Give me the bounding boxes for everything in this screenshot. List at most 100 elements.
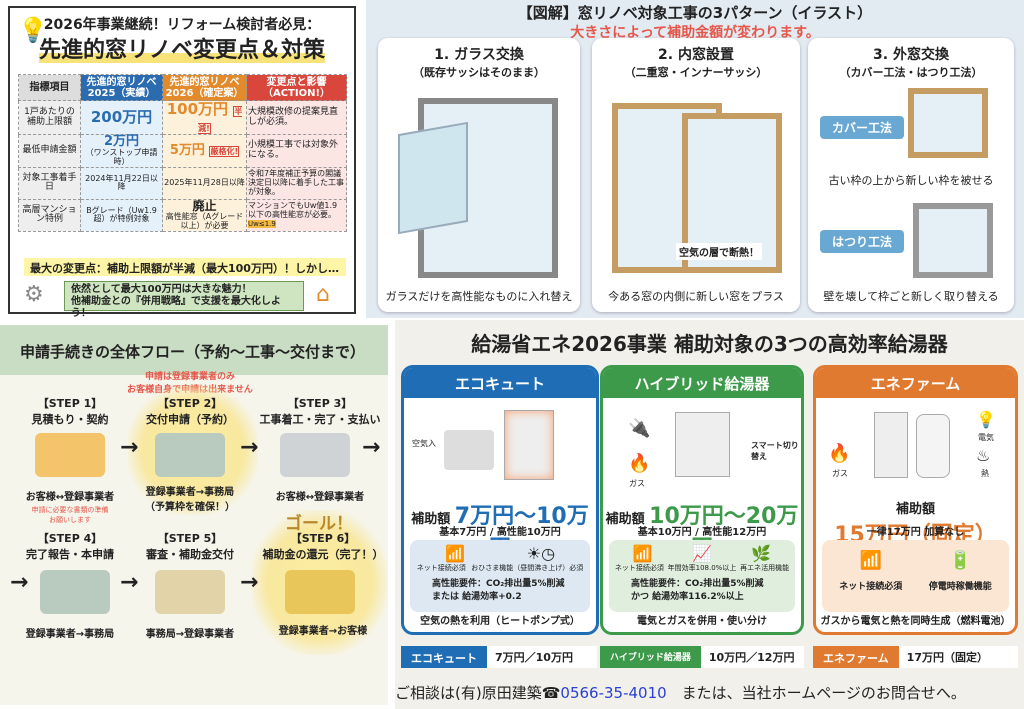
heat-pump-illustration [444, 430, 494, 470]
step-1: 【STEP 1】見積もり・契約 [10, 395, 130, 427]
flame-icon: 🔥 [628, 453, 651, 474]
step-number: 【STEP 2】 [157, 397, 223, 410]
amount-breakdown: 基本10万円 / 高性能12万円 [637, 527, 767, 538]
step-number: 【STEP 5】 [157, 532, 223, 545]
value-2026: 5万円 [169, 142, 205, 158]
plug-icon: 🔌 [628, 418, 651, 439]
message-line: 他補助金との『併用戦略』で支援を最大化しよう！ [71, 296, 281, 319]
step-3: 【STEP 3】工事着工・完了・支払い [255, 395, 385, 427]
hybrid-card: ハイブリッド給湯器 🔌 🔥 ガス スマート切り替え 補助額 10万円〜20万円 … [600, 365, 804, 635]
stricter-tag: 厳格化! [209, 145, 240, 157]
value-2026-note: 高性能窓（Aグレード以上）が必要 [165, 212, 244, 230]
amount-prefix: 補助額 [895, 502, 935, 517]
halved-tag: 半減! [198, 106, 243, 134]
step-6: 【STEP 6】補助金の還元（完了！） [258, 530, 388, 562]
card-title: 1. ガラス交換 [434, 47, 524, 63]
chipping-method-label: はつり工法 [820, 230, 905, 253]
notice-line: 申請は登録事業者のみ [144, 372, 235, 382]
heat-label: 熱 [981, 469, 989, 478]
gear-icon: ⚙ [24, 282, 44, 307]
card-title: エコキュート [404, 368, 596, 398]
arrow-right-icon: → [240, 435, 259, 460]
step-parties: お客様↔登録事業者 [275, 492, 365, 503]
table-row: 1戸あたりの補助上限額 200万円 100万円 半減! 大規模改修の提案見直しが… [18, 100, 347, 135]
flame-icon: 🔥 [828, 443, 851, 464]
step-name: 補助金の還元（完了！） [262, 548, 384, 561]
card-title: エネファーム [816, 368, 1015, 398]
card-subtitle: （既存サッシはそのまま） [413, 66, 545, 79]
heat-icon: ♨ [976, 446, 991, 465]
key-change-highlight: 最大の変更点：補助上限額が半減（最大100万円）！しかし… [24, 258, 346, 276]
row-label: 1戸あたりの補助上限額 [18, 100, 81, 135]
step-parties: 登録事業者→お客様 [278, 626, 368, 637]
panel-subtitle: 大きさによって補助金額が変わります。 [570, 25, 820, 41]
chipping-window-illustration [913, 203, 993, 278]
step-parties: 登録事業者→事務局（予算枠を確保！） [125, 483, 255, 513]
row-label: 対象工事着手日 [18, 166, 81, 200]
water-heater-panel: 給湯省エネ2026事業 補助対象の3つの高効率給湯器 エコキュート 空気入 補助… [395, 320, 1024, 709]
summary-label: エネファーム [813, 646, 899, 668]
strategy-message: 依然として最大100万円は大きな魅力！他補助金との『併用戦略』で支援を最大化しよ… [64, 281, 304, 319]
amount-prefix: 補助額 [605, 512, 645, 527]
value-2025: Bグレード（Uw1.9超）が特例対象 [80, 198, 163, 232]
table-row: 最低申請金額 2万円（ワンストップ申請時） 5万円 厳格化! 小規模工事では対象… [18, 134, 347, 168]
feature-label: ネット接続必須 [839, 582, 903, 592]
arrow-right-icon: → [10, 570, 29, 595]
pattern-card-outer-window: 3. 外窓交換 （カバー工法・はつり工法） カバー工法 古い枠の上から新しい枠を… [808, 38, 1014, 312]
amount-breakdown: 基本7万円 / 高性能10万円 [439, 527, 561, 538]
table-row: 対象工事着手日 2024年11月22日以降 2025年11月28日以降 令和7年… [18, 166, 347, 200]
card-description: ガスから電気と熱を同時生成（燃料電池） [820, 616, 1011, 627]
step-name: 見積もり・契約 [31, 413, 109, 426]
fuel-cell-illustration [874, 412, 908, 478]
requirement-line: かつ 給湯効率116.2%以上 [631, 592, 744, 602]
requirement-line: または 給湯効率+0.2 [432, 592, 522, 602]
tank-illustration [504, 410, 554, 480]
step-number: 【STEP 1】 [37, 397, 103, 410]
phone-number-link[interactable]: 0566-35-4010 [560, 684, 667, 702]
arrow-right-icon: → [120, 570, 139, 595]
parties-line: （予算枠を確保！） [145, 502, 235, 513]
value-2025: 2万円 [103, 134, 140, 149]
summary-label: エコキュート [401, 646, 487, 668]
amount-prefix: 補助額 [411, 512, 451, 527]
table-row: 高層マンション特例 Bグレード（Uw1.9超）が特例対象 廃止高性能窓（Aグレー… [18, 198, 347, 232]
arrow-right-icon: → [120, 435, 139, 460]
application-flow-panel: 申請手続きの全体フロー（予約〜工事〜交付まで） 申請は登録事業者のみお客様自身で… [0, 325, 388, 705]
action-text: 小規模工事では対象外になる。 [246, 134, 347, 168]
insulation-note: 空気の層で断熱！ [676, 243, 762, 260]
col-header: 先進的窓リノベ 2026（確定案） [162, 74, 247, 101]
feature-label: 再エネ活用機能 [740, 564, 790, 572]
card-description: 空気の熱を利用（ヒートポンプ式） [420, 616, 580, 627]
ecocute-card: エコキュート 空気入 補助額 7万円〜10万円 基本7万円 / 高性能10万円 … [401, 365, 599, 635]
glass-pane-illustration [398, 121, 468, 235]
uw-tag: Uw≤1.9 [248, 219, 276, 228]
phone-icon: ☎ [541, 684, 561, 702]
electricity-label: 電気 [978, 433, 994, 442]
step-number: 【STEP 4】 [37, 532, 103, 545]
card-description: 壁を壊して枠ごと新しく取り替える [823, 290, 999, 303]
step-number: 【STEP 6】 [290, 532, 356, 545]
step-note: 申請に必要な書類の準備お願いします [5, 505, 135, 525]
feature-box: 📶🔋 ネット接続必須停電時稼働機能 [822, 540, 1009, 612]
contact-text: ご相談は(有)原田建築 [395, 684, 542, 702]
summary-value: 7万円／10万円 [495, 651, 573, 664]
report-illustration [40, 570, 110, 614]
value-2026: 2025年11月28日以降 [162, 166, 247, 200]
value-2025: 200万円 [80, 100, 163, 135]
value-2025: 2024年11月22日以降 [80, 166, 163, 200]
feature-label: ネット接続必須 [416, 564, 466, 572]
chart-icon: 📈 [692, 544, 712, 563]
arrow-right-icon: → [362, 435, 381, 460]
cover-method-description: 古い枠の上から新しい枠を被せる [828, 174, 994, 187]
step-2: 【STEP 2】交付申請（予約） [130, 395, 250, 427]
summary-ecocute: エコキュート 7万円／10万円 [401, 646, 597, 668]
row-label: 最低申請金額 [18, 134, 81, 168]
summary-label: ハイブリッド給湯器 [600, 646, 701, 668]
air-in-label: 空気入 [412, 439, 436, 448]
feature-box: 📶☀◷ ネット接続必須おひさま機能（昼間沸き上げ）必須 高性能要件：CO₂排出量… [410, 540, 590, 612]
card-title: 3. 外窓交換 [873, 47, 949, 63]
requirement-line: 高性能要件：CO₂排出量5%削減 [432, 579, 565, 589]
row-label: 高層マンション特例 [18, 198, 81, 232]
card-title: ハイブリッド給湯器 [603, 368, 801, 398]
